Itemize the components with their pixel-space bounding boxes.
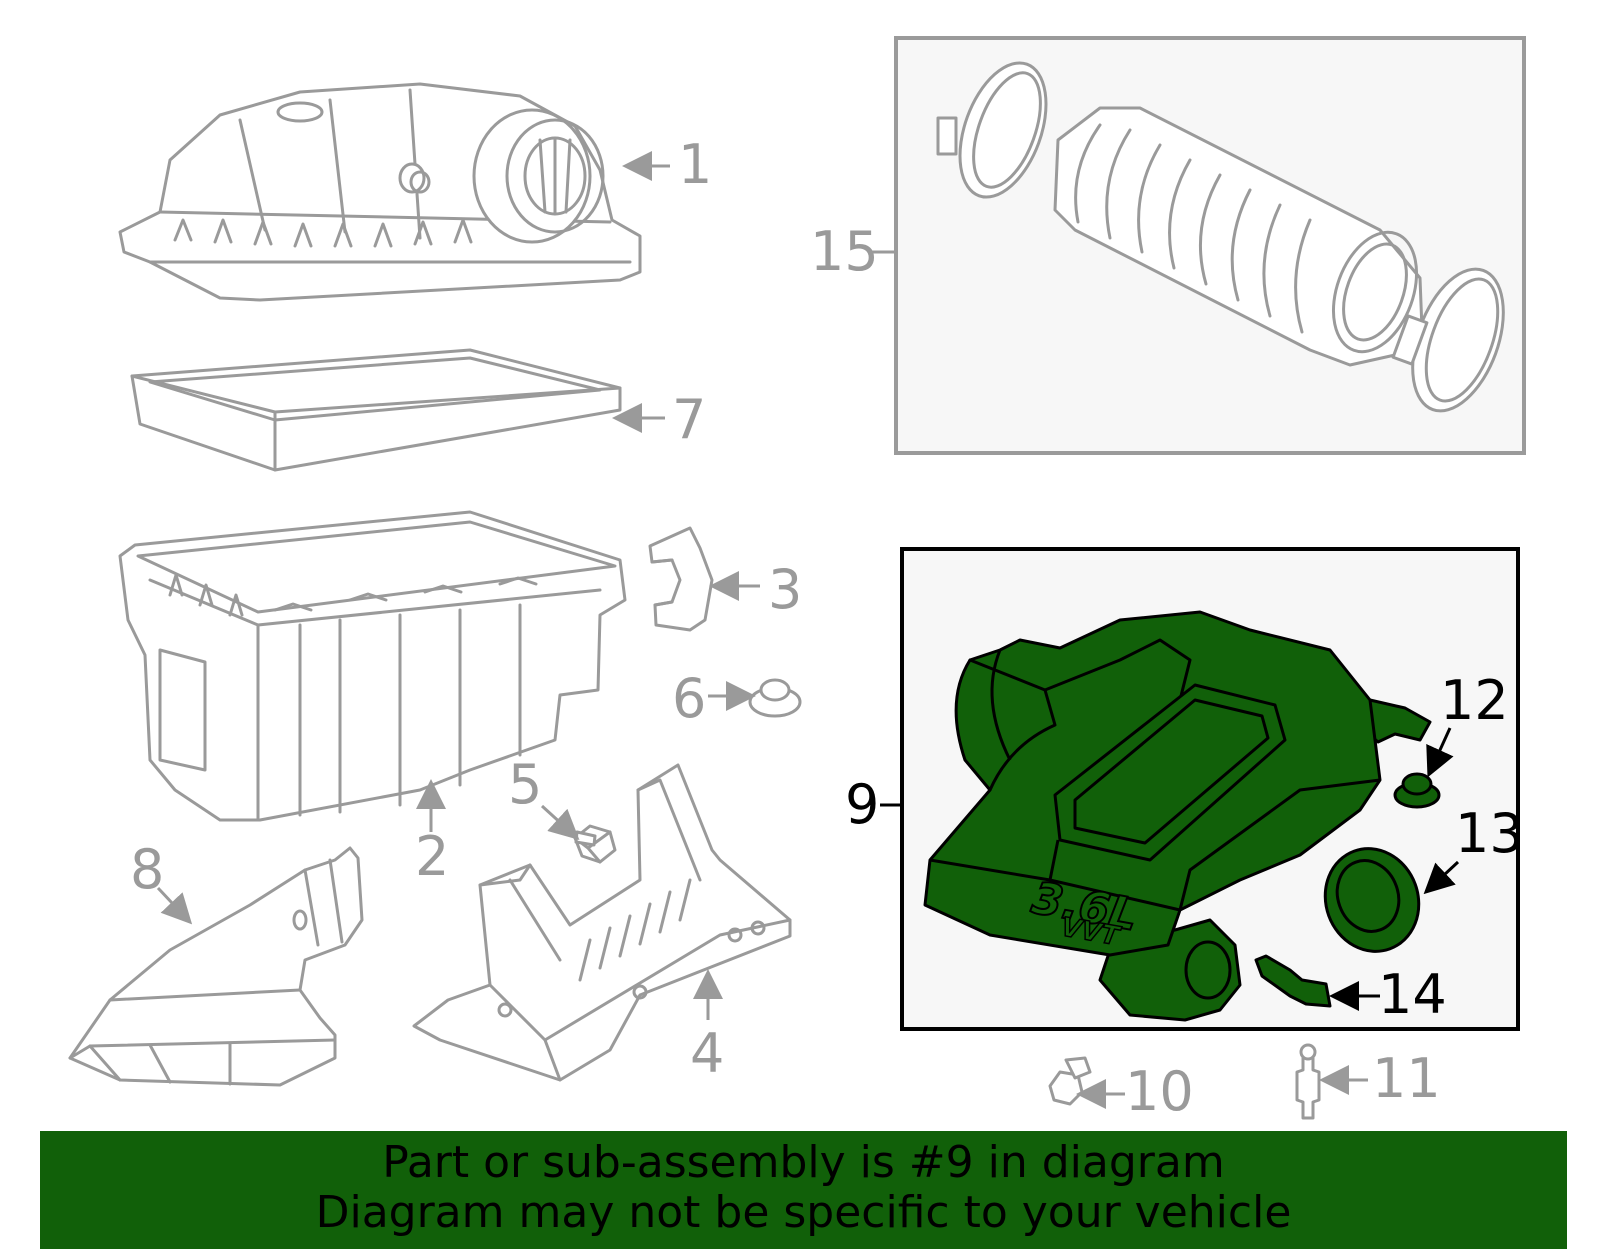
banner-line-1: Part or sub-assembly is #9 in diagram: [382, 1137, 1225, 1188]
highlight-banner: Part or sub-assembly is #9 in diagram Di…: [40, 1131, 1567, 1249]
part-14-sensor[interactable]: [1254, 954, 1332, 1008]
callout-4: 4: [690, 1022, 724, 1085]
part-3-clip[interactable]: [648, 526, 714, 632]
part-7-air-filter[interactable]: [130, 348, 622, 472]
part-6-grommet[interactable]: [748, 678, 802, 718]
part-2-lower-housing[interactable]: [118, 510, 627, 822]
part-8-inlet-duct[interactable]: [68, 846, 364, 1087]
callout-8: 8: [130, 838, 164, 901]
part-1-upper-housing[interactable]: [118, 82, 642, 302]
callout-11: 11: [1372, 1047, 1441, 1110]
callout-5: 5: [508, 753, 542, 816]
callout-10: 10: [1125, 1060, 1194, 1123]
callout-9: 9: [845, 773, 879, 836]
callout-7: 7: [672, 388, 706, 451]
part-4-bracket[interactable]: [412, 763, 792, 1082]
callout-3: 3: [768, 558, 802, 621]
callout-2: 2: [415, 825, 449, 888]
part-5-bolt[interactable]: [573, 824, 617, 864]
part-10-bolt[interactable]: [1048, 1056, 1092, 1106]
callout-13: 13: [1455, 802, 1524, 865]
part-15-hose-assembly[interactable]: [936, 51, 1521, 423]
callout-1: 1: [678, 133, 712, 196]
part-11-sensor[interactable]: [1295, 1043, 1321, 1120]
part-12-grommet[interactable]: [1393, 772, 1441, 809]
callout-6: 6: [672, 667, 706, 730]
banner-line-2: Diagram may not be specific to your vehi…: [315, 1187, 1292, 1238]
callout-14: 14: [1378, 963, 1447, 1026]
part-9-air-cleaner-cover[interactable]: 3.6L VVT: [923, 610, 1432, 1022]
part-13-seal[interactable]: [1311, 835, 1433, 964]
callout-15: 15: [810, 220, 879, 283]
callout-12: 12: [1440, 669, 1509, 732]
